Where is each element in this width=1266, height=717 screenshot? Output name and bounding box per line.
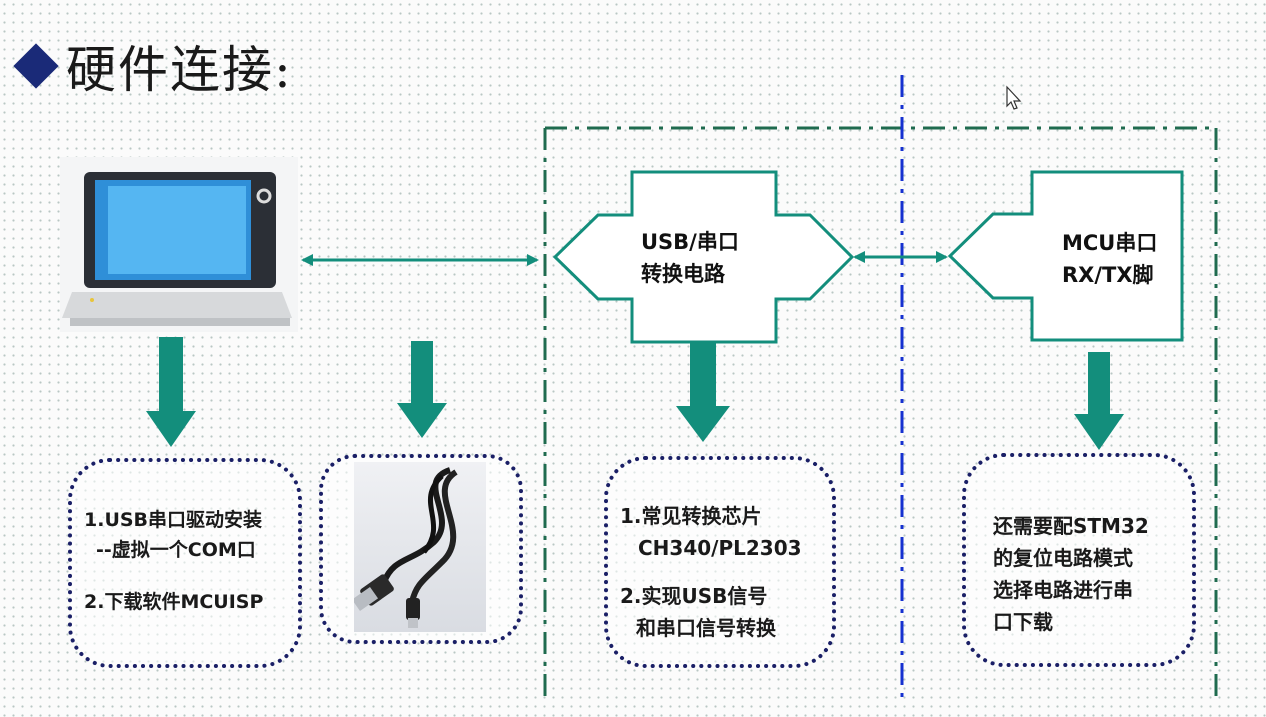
converter-box-label: USB/串口 转换电路 (641, 226, 739, 290)
title-text: 硬件连接: (66, 41, 293, 99)
down-arrow-mcu (1074, 352, 1124, 450)
reset-note-line1: 还需要配STM32 (993, 514, 1149, 538)
converter-region-frame (543, 126, 1218, 700)
page-title: 硬件连接: (10, 30, 293, 102)
driver-note-box (68, 458, 302, 668)
mouse-cursor-icon (1006, 85, 1022, 110)
converter-label-line1: USB/串口 (641, 230, 739, 254)
driver-note-line1: 1.USB串口驱动安装 (84, 509, 263, 531)
driver-note-line2: --虚拟一个COM口 (96, 539, 256, 561)
reset-note-line2: 的复位电路模式 (993, 546, 1133, 570)
down-arrow-converter (676, 342, 730, 442)
chip-note-line1: 1.常见转换芯片 (620, 504, 762, 528)
mcu-label-line2: RX/TX脚 (1062, 263, 1154, 287)
down-arrow-laptop (146, 337, 196, 447)
converter-box (552, 170, 855, 344)
chip-note-line2: CH340/PL2303 (638, 536, 802, 560)
down-arrow-cable (397, 341, 447, 438)
reset-note-text: 还需要配STM32 的复位电路模式 选择电路进行串 口下载 (993, 510, 1149, 638)
reset-note-line3: 选择电路进行串 (993, 578, 1133, 602)
reset-note-line4: 口下载 (993, 610, 1053, 634)
chip-note-line4: 和串口信号转换 (636, 616, 776, 640)
mcu-box (947, 170, 1184, 342)
converter-label-line2: 转换电路 (641, 262, 725, 286)
driver-note-line3: 2.下载软件MCUISP (84, 591, 264, 613)
mcu-label-line1: MCU串口 (1062, 231, 1158, 255)
chip-note-box (604, 456, 836, 668)
mcu-box-label: MCU串口 RX/TX脚 (1062, 227, 1157, 291)
driver-note-text: 1.USB串口驱动安装 --虚拟一个COM口 2.下载软件MCUISP (84, 505, 263, 617)
reset-note-box (962, 453, 1196, 667)
chip-note-text: 1.常见转换芯片 CH340/PL2303 2.实现USB信号 和串口信号转换 (620, 500, 802, 644)
laptop-icon (60, 157, 298, 332)
usb-cable-photo (351, 462, 486, 632)
chip-note-line3: 2.实现USB信号 (620, 584, 768, 608)
